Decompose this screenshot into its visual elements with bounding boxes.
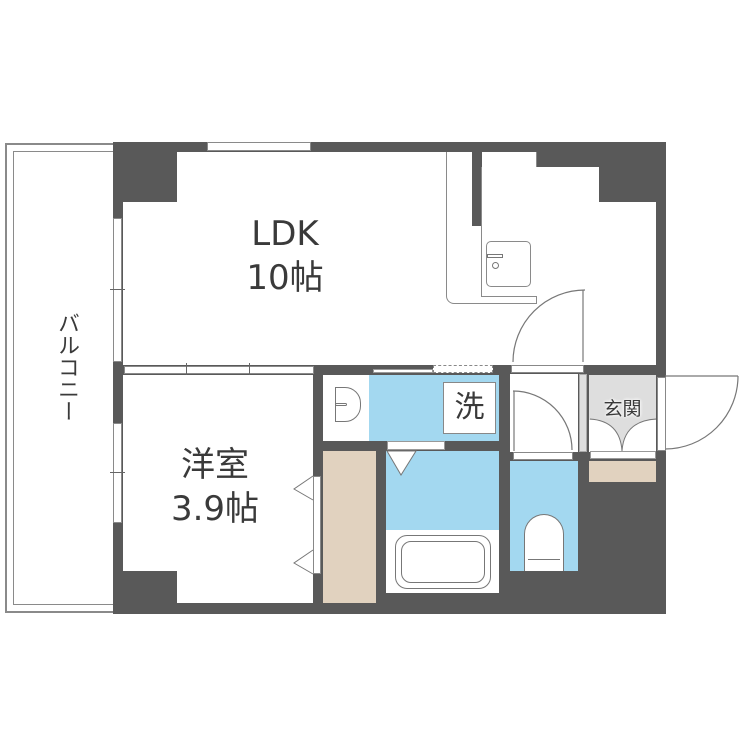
western-room-floor (123, 375, 313, 603)
ldk-size: 10帖 (246, 258, 324, 298)
western-room-window (113, 423, 122, 523)
shoe-cabinet[interactable] (589, 461, 656, 482)
closet-doors[interactable] (292, 475, 314, 576)
ldk-floor-east (599, 202, 656, 365)
partition-tick-1 (186, 363, 187, 377)
laundry-label: 洗 (454, 390, 485, 425)
entrance-tile (589, 375, 656, 420)
hallway-step (579, 374, 587, 452)
western-room-label: 洋室 (181, 445, 249, 485)
window-tick-2 (110, 472, 125, 473)
balcony (5, 143, 117, 613)
closet-door-frame (313, 476, 321, 574)
shoe-box-door-icon[interactable] (589, 418, 657, 452)
washing-machine[interactable] (443, 382, 496, 434)
bathtub-inner (401, 541, 485, 583)
ldk-left-window (113, 218, 122, 362)
toilet-tank (528, 559, 560, 571)
balcony-inner-rail (13, 151, 115, 605)
front-door-swing[interactable] (664, 375, 741, 452)
front-door-frame (657, 377, 666, 451)
ldk-door-swing[interactable] (510, 289, 586, 380)
kitchen-partition-front (472, 152, 482, 226)
bath-door-icon[interactable] (386, 450, 418, 479)
toilet-door-swing[interactable] (512, 390, 575, 453)
pillar (123, 152, 177, 202)
ldk-top-window (207, 142, 311, 151)
balcony-label: バルコニー (54, 312, 79, 422)
washbasin-tap (335, 403, 347, 406)
bathtub[interactable] (395, 535, 491, 589)
ldk-floor (123, 152, 473, 365)
window-tick (110, 289, 125, 290)
drain-icon (492, 262, 499, 269)
ldk-door-frame (511, 365, 584, 373)
washroom-top-frame (373, 369, 433, 373)
toilet-door-frame (513, 452, 573, 460)
partition-tick-2 (249, 363, 250, 377)
western-room-size: 3.9帖 (170, 489, 260, 529)
laundry-top-door (433, 365, 493, 373)
hallway-floor (510, 374, 578, 452)
closet[interactable] (323, 451, 376, 603)
sliding-partition[interactable] (124, 366, 314, 374)
pillar-bottom-left (123, 571, 177, 603)
bath-door-frame (387, 441, 445, 450)
faucet (487, 254, 503, 258)
ldk-label: LDK (251, 214, 319, 254)
entrance-label: 玄関 (603, 398, 642, 420)
entrance-step-frame (590, 451, 656, 459)
